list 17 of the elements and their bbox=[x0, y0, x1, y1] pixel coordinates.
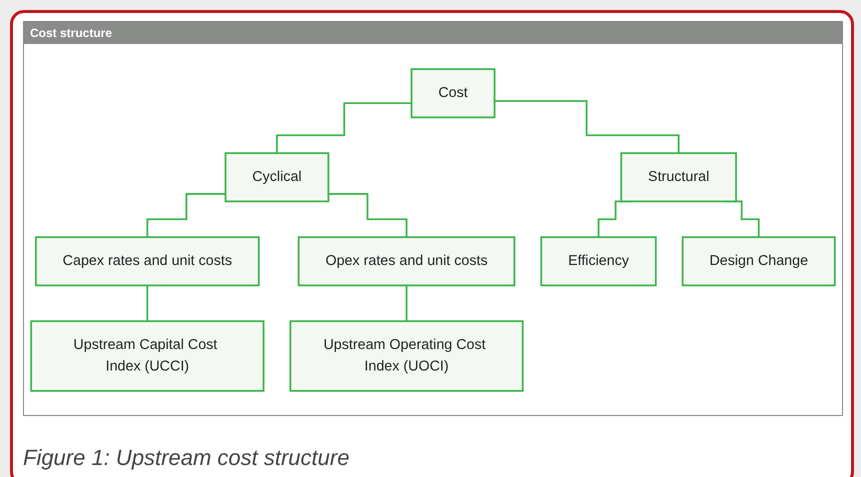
connector bbox=[328, 193, 408, 238]
connector bbox=[406, 284, 408, 322]
node-box: Efficiency bbox=[540, 236, 657, 286]
connector bbox=[494, 100, 680, 154]
connector bbox=[276, 102, 412, 154]
node-box: Capex rates and unit costs bbox=[34, 236, 260, 286]
node-box: Structural bbox=[620, 152, 737, 202]
title-bar: Cost structure bbox=[24, 22, 842, 44]
node-box: Upstream Capital Cost Index (UCCI) bbox=[30, 320, 264, 392]
figure-caption: Figure 1: Upstream cost structure bbox=[23, 445, 350, 471]
node-box: Upstream Operating Cost Index (UOCI) bbox=[289, 320, 524, 392]
connector bbox=[146, 193, 226, 238]
node-box: Cyclical bbox=[224, 152, 330, 202]
node-box: Cost bbox=[410, 68, 496, 118]
node-box: Opex rates and unit costs bbox=[298, 236, 516, 286]
node-box: Design Change bbox=[682, 236, 836, 286]
connector bbox=[146, 284, 148, 322]
